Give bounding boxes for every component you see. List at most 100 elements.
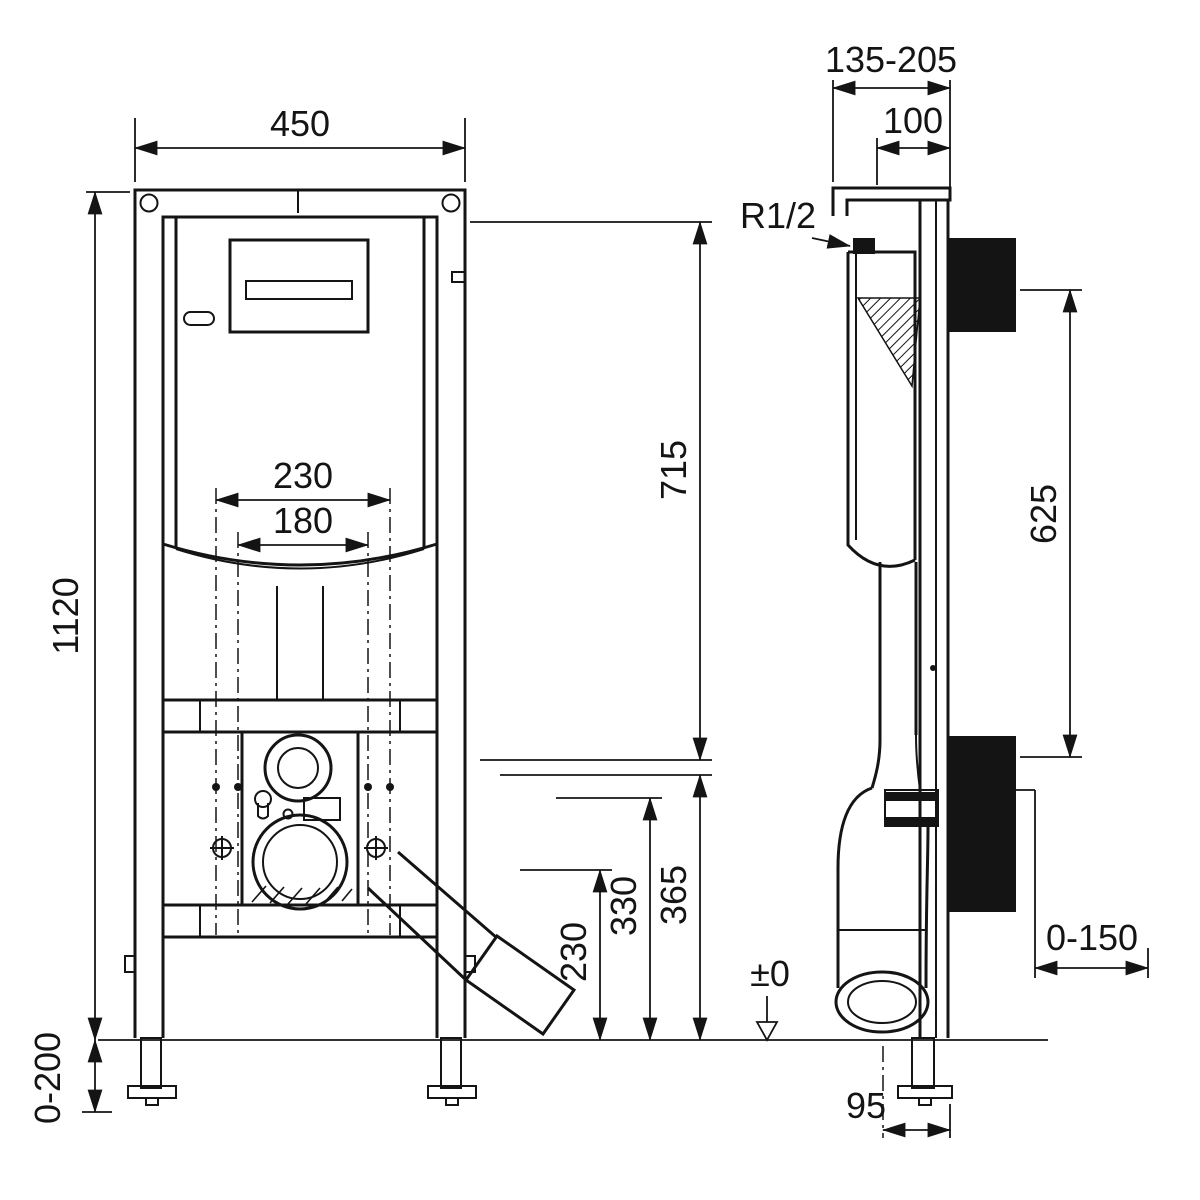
dim-0-150-label: 0-150: [1046, 917, 1138, 958]
supply-opening-inner: [277, 747, 319, 789]
flush-pipe-bend-left: [870, 739, 882, 789]
flush-pipe-side-lines: [878, 562, 918, 740]
fixing-screw-left-icon: [210, 836, 234, 860]
elbow-outer-edge: [836, 786, 873, 988]
dim-135-205-extensions: [832, 80, 951, 188]
lower-cross-rail-ticks: [199, 905, 401, 937]
outlet-socket-seal-bottom: [885, 817, 938, 826]
discharge-pipe-edges: [366, 850, 498, 982]
dimensions-side: 135-205 100 R1/2 625 0-150 ±0: [740, 39, 1149, 1138]
supply-opening-outer: [263, 733, 333, 803]
frame-screw-left-icon: [139, 193, 159, 213]
mounting-plate: [210, 730, 394, 911]
top-wall-bracket: [831, 186, 952, 216]
dim-365-label: 365: [653, 865, 694, 925]
level-mark-label: ±0: [750, 953, 790, 994]
dim-0-200-label: 0-200: [27, 1032, 68, 1124]
outlet-opening-outer: [251, 813, 349, 911]
foot-tab-right: [445, 1097, 459, 1106]
frame-outer-outline: [133, 188, 467, 1038]
wall-bracket-lower: [948, 736, 1016, 912]
water-connection-fitting: [853, 238, 875, 254]
elbow-outlet-bore: [847, 980, 917, 1024]
side-rail-outline: [918, 198, 950, 1038]
frame: [124, 188, 476, 1038]
flush-plate-button: [183, 311, 215, 326]
wall-bracket-upper: [948, 238, 1016, 332]
label-r12-text: R1/2: [740, 195, 816, 236]
dim-715-extensions: [470, 221, 712, 761]
dim-0-150: 0-150: [1016, 789, 1149, 978]
elbow-outlet-rim: [834, 970, 930, 1034]
foot-tab-left: [145, 1097, 159, 1106]
dim-230-top-label: 230: [273, 455, 333, 496]
cistern: [162, 217, 438, 570]
dim-100: 100: [876, 100, 951, 185]
feet-side: [897, 1037, 953, 1106]
flush-pipe-lines: [276, 586, 324, 700]
leg-left: [140, 1037, 162, 1089]
front-view: [124, 188, 577, 1106]
mounting-plate-outline: [240, 730, 360, 907]
flush-pipe: [276, 586, 324, 700]
dim-330-label: 330: [603, 876, 644, 936]
flush-plate-slot: [245, 280, 353, 300]
label-r12-leader: [811, 234, 851, 249]
flush-plate-frame: [228, 238, 370, 334]
dim-625-label: 625: [1023, 484, 1064, 544]
cistern-bottom-curve-inner: [175, 548, 425, 570]
dim-450: 450: [134, 103, 466, 182]
dim-1120-label: 1120: [45, 577, 86, 654]
dim-135-205-label: 135-205: [825, 39, 957, 80]
rail-rivet: [930, 665, 936, 671]
outlet-socket-seal-top: [885, 792, 938, 801]
rect-opening: [303, 797, 341, 821]
frame-screw-right-icon: [441, 193, 461, 213]
fixing-screw-right-icon: [364, 836, 388, 860]
flush-pipe-bend-right: [915, 734, 921, 791]
dim-180: 180: [237, 500, 369, 553]
dim-715: 715: [470, 221, 712, 761]
dim-625: 625: [1020, 289, 1082, 758]
dim-230-low-label: 230: [553, 922, 594, 982]
cross-rails: [163, 698, 437, 939]
label-r12: R1/2: [740, 195, 851, 249]
dim-100-label: 100: [883, 100, 943, 141]
side-view: [831, 186, 1016, 1106]
center-lines: [215, 488, 391, 935]
dim-180-label: 180: [273, 500, 333, 541]
upper-cross-rail: [163, 698, 437, 734]
dim-0-200: 0-200: [27, 1032, 112, 1124]
leg-side: [911, 1037, 935, 1089]
keyhole-slot: [257, 803, 269, 820]
cistern-side: [846, 250, 921, 568]
dim-450-label: 450: [270, 103, 330, 144]
rail-connector-right: [451, 271, 466, 283]
frame-inner-outline: [161, 215, 439, 1038]
clamp-serration: [251, 885, 353, 905]
feet: [127, 1037, 477, 1106]
small-hole: [282, 808, 294, 820]
level-mark-arrow-icon: [755, 1021, 779, 1042]
fixing-hole-dots: [212, 783, 394, 791]
elbow-inner-edge: [924, 825, 930, 989]
foot-tab-side: [918, 1097, 932, 1106]
dim-230-low: 230: [520, 869, 612, 1041]
upper-cross-rail-ticks: [199, 700, 401, 732]
dimensions-front: 450 1120 0-200 230 180 715 3: [27, 103, 712, 1124]
outlet-elbow: [834, 786, 939, 1034]
flush-plate: [183, 238, 370, 334]
cistern-bottom-curve: [162, 542, 438, 567]
keyhole-top: [254, 790, 272, 808]
cistern-side-outline: [846, 250, 917, 568]
outlet-opening-inner: [262, 824, 338, 900]
dim-230-top: 230: [215, 455, 391, 508]
rail-tab-left: [124, 955, 136, 973]
dim-365: 365: [500, 774, 712, 1041]
dim-95-label: 95: [846, 1085, 886, 1126]
leg-right: [440, 1037, 462, 1089]
valve-hatch-area: [856, 297, 921, 389]
dim-715-label: 715: [653, 440, 694, 500]
level-mark: ±0: [750, 953, 790, 1042]
